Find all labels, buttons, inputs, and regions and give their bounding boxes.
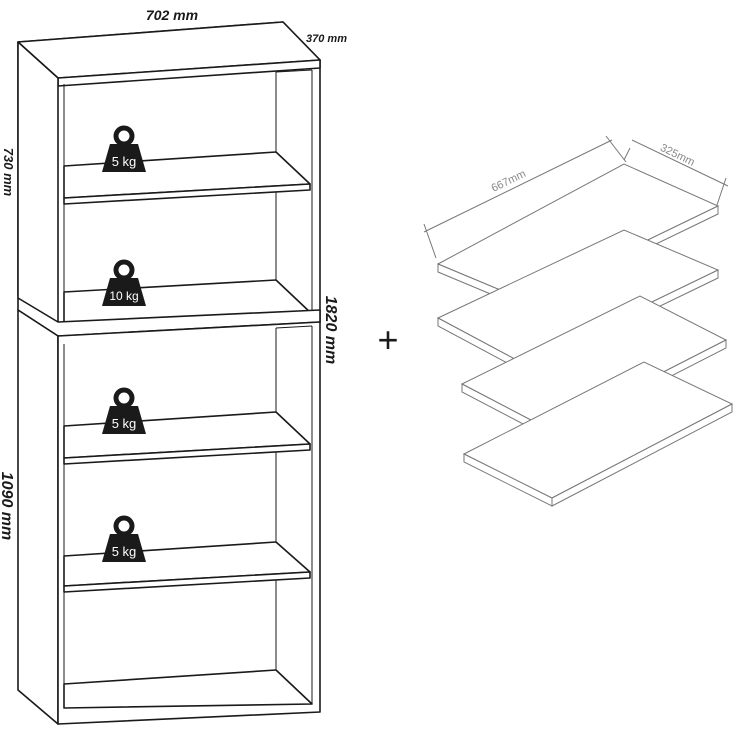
upper-unit-left-side xyxy=(17,41,59,337)
panel-width-dimension-line xyxy=(631,139,729,187)
shelf-2-load-label: 10 kg xyxy=(109,289,138,303)
plus-symbol: + xyxy=(377,319,398,360)
bookcase xyxy=(17,21,321,725)
shelf-panel-4 xyxy=(462,361,734,507)
lower-unit-left-side xyxy=(17,309,59,725)
lower-unit-frame xyxy=(57,321,321,725)
bottom-height-dimension-label: 1090 mm xyxy=(0,472,15,541)
depth-dimension-label: 370 mm xyxy=(306,33,347,45)
panel-width-label: 325mm xyxy=(658,142,696,169)
shelf-panels: 667mm 325mm xyxy=(423,135,734,507)
shelf-3-load-label: 5 kg xyxy=(112,416,137,431)
panel-length-dimension-line xyxy=(423,139,613,233)
lower-unit-bottom xyxy=(63,669,313,709)
top-height-dimension-label: 730 mm xyxy=(1,148,16,197)
width-dimension-label: 702 mm xyxy=(146,7,198,23)
shelf-1-load-label: 5 kg xyxy=(112,154,137,169)
shelf-4-load-label: 5 kg xyxy=(112,544,137,559)
weight-icon-shelf-2: 10 kg xyxy=(102,259,146,306)
weight-icon-shelf-1: 5 kg xyxy=(102,125,146,172)
total-height-dimension-label: 1820 mm xyxy=(322,296,339,365)
weight-icon-shelf-4: 5 kg xyxy=(102,515,146,562)
weight-icon-shelf-3: 5 kg xyxy=(102,387,146,434)
